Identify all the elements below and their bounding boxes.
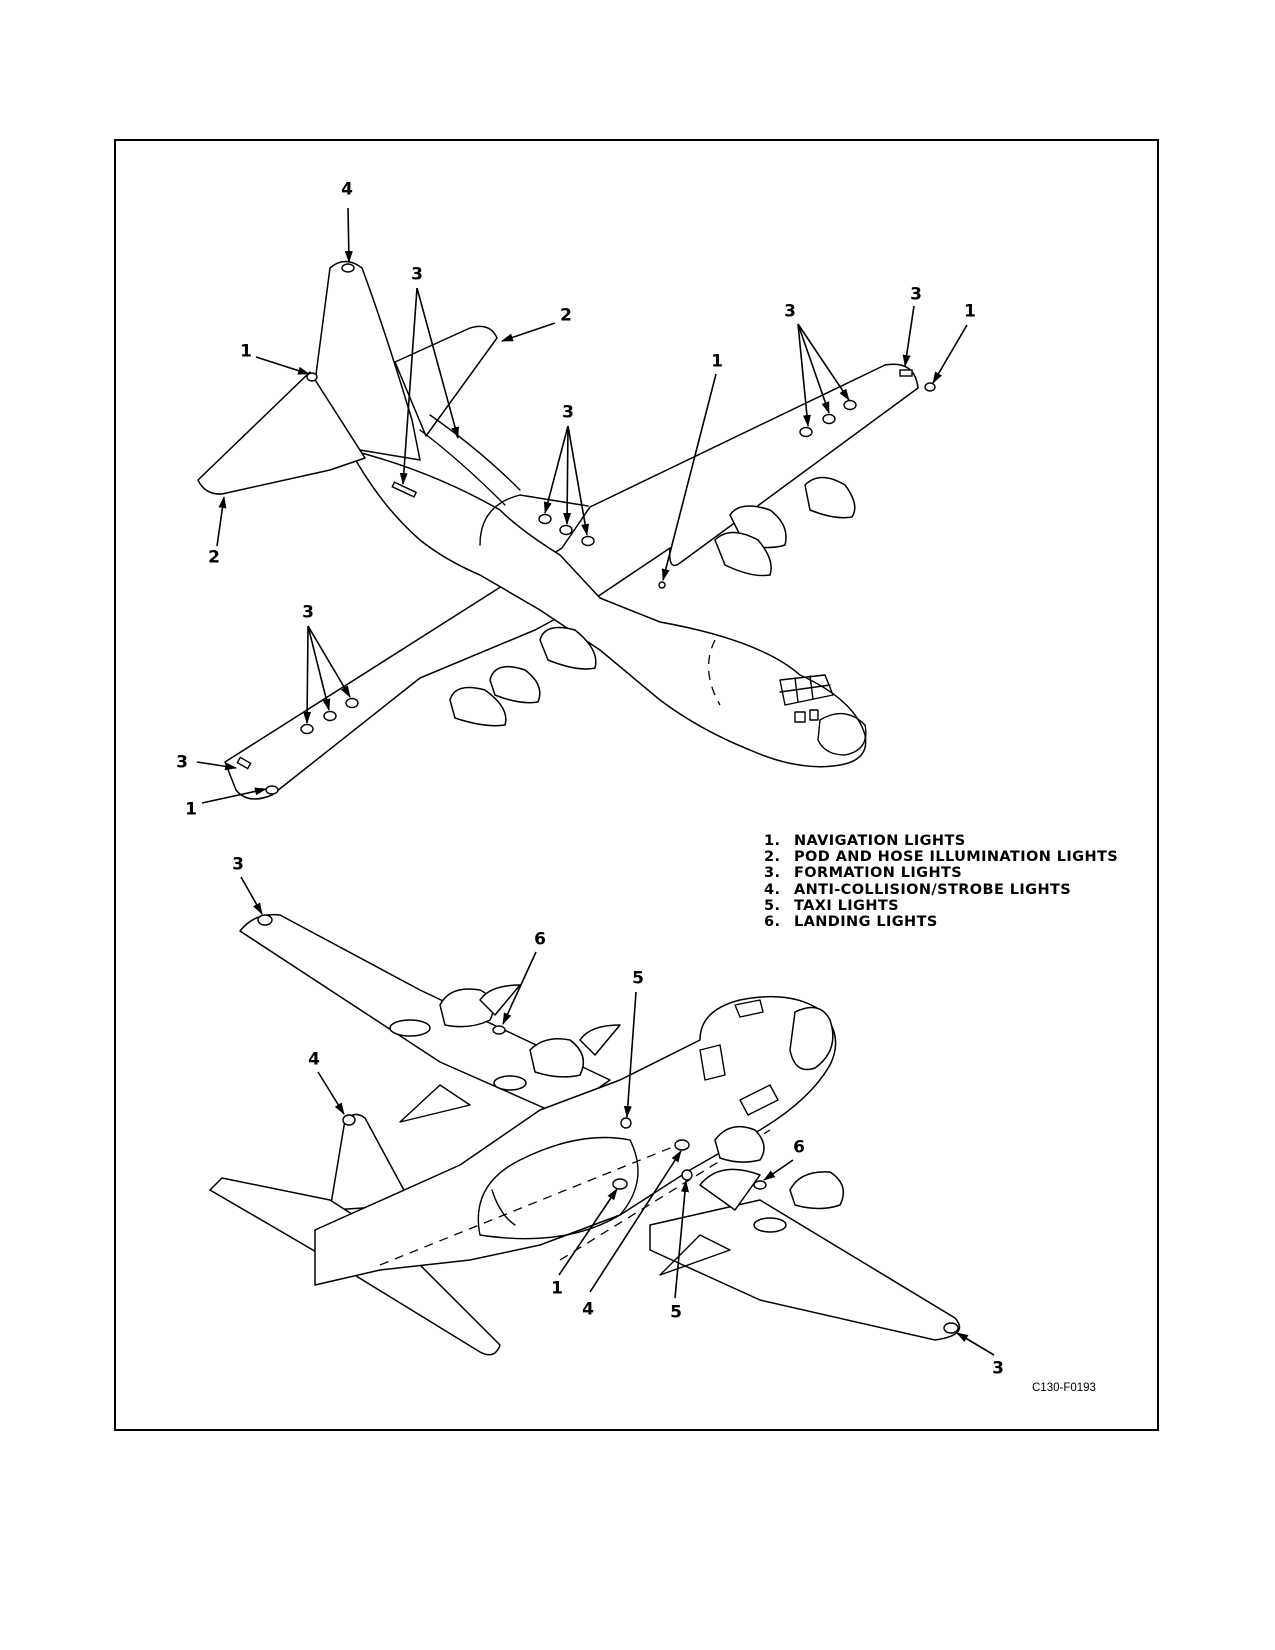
- wing: [649, 1199, 961, 1341]
- callout-bottom-6: 6: [534, 929, 546, 950]
- engine-nacelle: [529, 1038, 585, 1078]
- legend-label: POD AND HOSE ILLUMINATION LIGHTS: [794, 849, 1119, 866]
- anti-collision-light: [674, 1139, 690, 1151]
- navigation-light: [658, 581, 666, 589]
- callout-top-1: 1: [240, 341, 252, 362]
- navigation-light: [306, 372, 318, 382]
- anti-collision-light: [342, 1114, 356, 1126]
- callout-bottom-6: 6: [793, 1137, 805, 1158]
- engine-nacelle: [789, 1171, 845, 1210]
- callout-top-4: 4: [341, 179, 353, 200]
- callout-top-3: 3: [411, 264, 423, 285]
- engine-nacelle: [699, 1168, 761, 1211]
- callout-top-2: 2: [560, 305, 572, 326]
- callout-bottom-5: 5: [632, 968, 644, 989]
- callout-bottom-1: 1: [551, 1278, 563, 1299]
- legend-number: 2.: [764, 849, 781, 866]
- callout-top-1: 1: [964, 301, 976, 322]
- left-horizontal-stabilizer: [197, 371, 366, 495]
- formation-lights: [236, 369, 913, 770]
- engine-nacelle: [804, 476, 856, 519]
- legend-label: LANDING LIGHTS: [794, 914, 938, 931]
- engine-nacelle: [539, 626, 597, 670]
- bottom-view-leader-lines: [240, 876, 995, 1356]
- callout-bottom-3: 3: [232, 854, 244, 875]
- taxi-light: [620, 1117, 632, 1129]
- engine-nacelle: [714, 1125, 765, 1163]
- legend-number: 3.: [764, 865, 781, 882]
- engine-nacelle: [449, 686, 507, 727]
- engine-nacelle: [489, 665, 541, 704]
- taxi-light: [681, 1169, 693, 1181]
- callout-bottom-3: 3: [992, 1358, 1004, 1379]
- legend-item: 1. NAVIGATION LIGHTS: [764, 833, 1118, 849]
- legend-item: 2. POD AND HOSE ILLUMINATION LIGHTS: [764, 849, 1118, 865]
- right-horizontal-stabilizer: [394, 325, 498, 437]
- navigation-light: [265, 785, 279, 795]
- figure-border: [114, 139, 1159, 1431]
- figure-number: C130-F0193: [1032, 1382, 1096, 1394]
- legend-item: 6. LANDING LIGHTS: [764, 914, 1118, 930]
- callout-top-3: 3: [784, 301, 796, 322]
- callout-top-1: 1: [711, 351, 723, 372]
- callout-top-2: 2: [208, 547, 220, 568]
- callout-top-1: 1: [185, 799, 197, 820]
- legend-item: 3. FORMATION LIGHTS: [764, 865, 1118, 881]
- top-view-leader-lines: [196, 207, 968, 804]
- callout-bottom-5: 5: [670, 1302, 682, 1323]
- bottom-view-aircraft: [209, 876, 995, 1356]
- callout-bottom-4: 4: [582, 1299, 594, 1320]
- landing-light: [753, 1180, 767, 1190]
- top-view-aircraft: [196, 207, 968, 804]
- callout-bottom-4: 4: [308, 1049, 320, 1070]
- wing: [239, 913, 611, 1116]
- fuselage: [349, 449, 867, 768]
- engine-nacelle: [714, 531, 772, 577]
- formation-light: [257, 914, 273, 926]
- callout-top-3: 3: [562, 402, 574, 423]
- landing-light: [492, 1025, 506, 1035]
- navigation-light: [612, 1178, 628, 1190]
- lights-legend: 1. NAVIGATION LIGHTS 2. POD AND HOSE ILLUM…: [764, 833, 1118, 930]
- engine-nacelle: [579, 1024, 621, 1056]
- legend-label: NAVIGATION LIGHTS: [794, 833, 966, 849]
- legend-number: 4.: [764, 881, 781, 898]
- callout-top-3: 3: [910, 284, 922, 305]
- callout-top-3: 3: [302, 602, 314, 623]
- legend-label: ANTI-COLLISION/STROBE LIGHTS: [794, 881, 1072, 898]
- formation-light: [943, 1322, 959, 1334]
- legend-number: 6.: [764, 914, 781, 931]
- navigation-light: [924, 382, 936, 392]
- legend-label: FORMATION LIGHTS: [794, 865, 963, 882]
- callout-top-3: 3: [176, 752, 188, 773]
- legend-item: 5. TAXI LIGHTS: [764, 898, 1118, 914]
- legend-label: TAXI LIGHTS: [794, 897, 900, 914]
- legend-item: 4. ANTI-COLLISION/STROBE LIGHTS: [764, 882, 1118, 898]
- anti-collision-light: [341, 263, 355, 273]
- legend-number: 1.: [764, 833, 781, 849]
- legend-number: 5.: [764, 897, 781, 914]
